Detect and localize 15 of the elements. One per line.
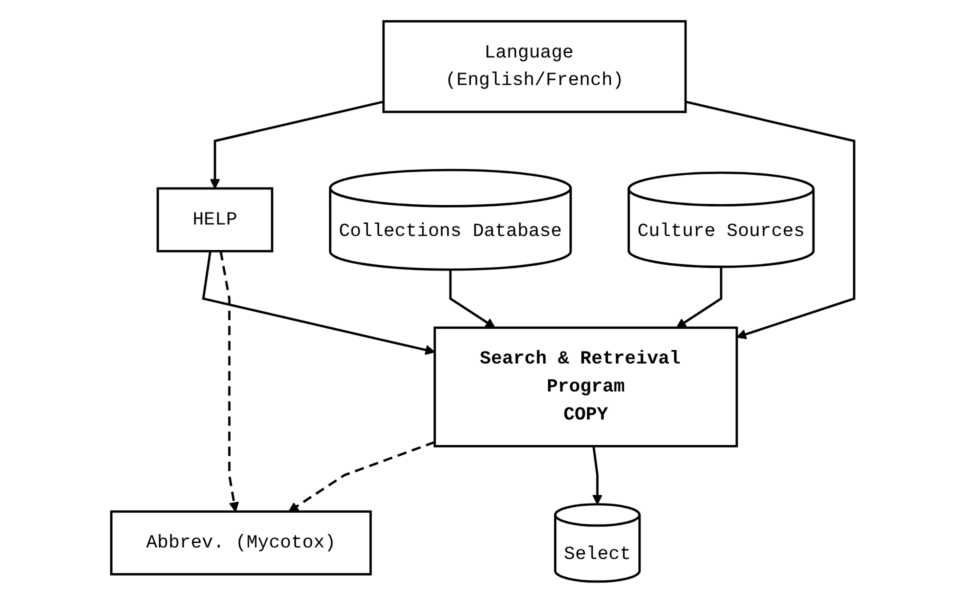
process-box: HELP [156, 187, 274, 252]
arrow [592, 446, 603, 505]
arrow [210, 100, 384, 189]
arrow [676, 266, 723, 328]
arrow [220, 251, 240, 512]
database-cylinder: Select [554, 503, 641, 583]
database-cylinder: Collections Database [329, 168, 572, 271]
process-box: Language (English/French) [382, 20, 687, 114]
process-box: Search & Retreival Program COPY [434, 326, 738, 448]
arrow [202, 251, 436, 356]
arrow [288, 441, 436, 512]
database-cylinder: Culture Sources [628, 172, 815, 268]
process-box: Abbrev. (Mycotox) [110, 510, 372, 576]
arrow [450, 270, 496, 328]
arrow [686, 100, 856, 340]
